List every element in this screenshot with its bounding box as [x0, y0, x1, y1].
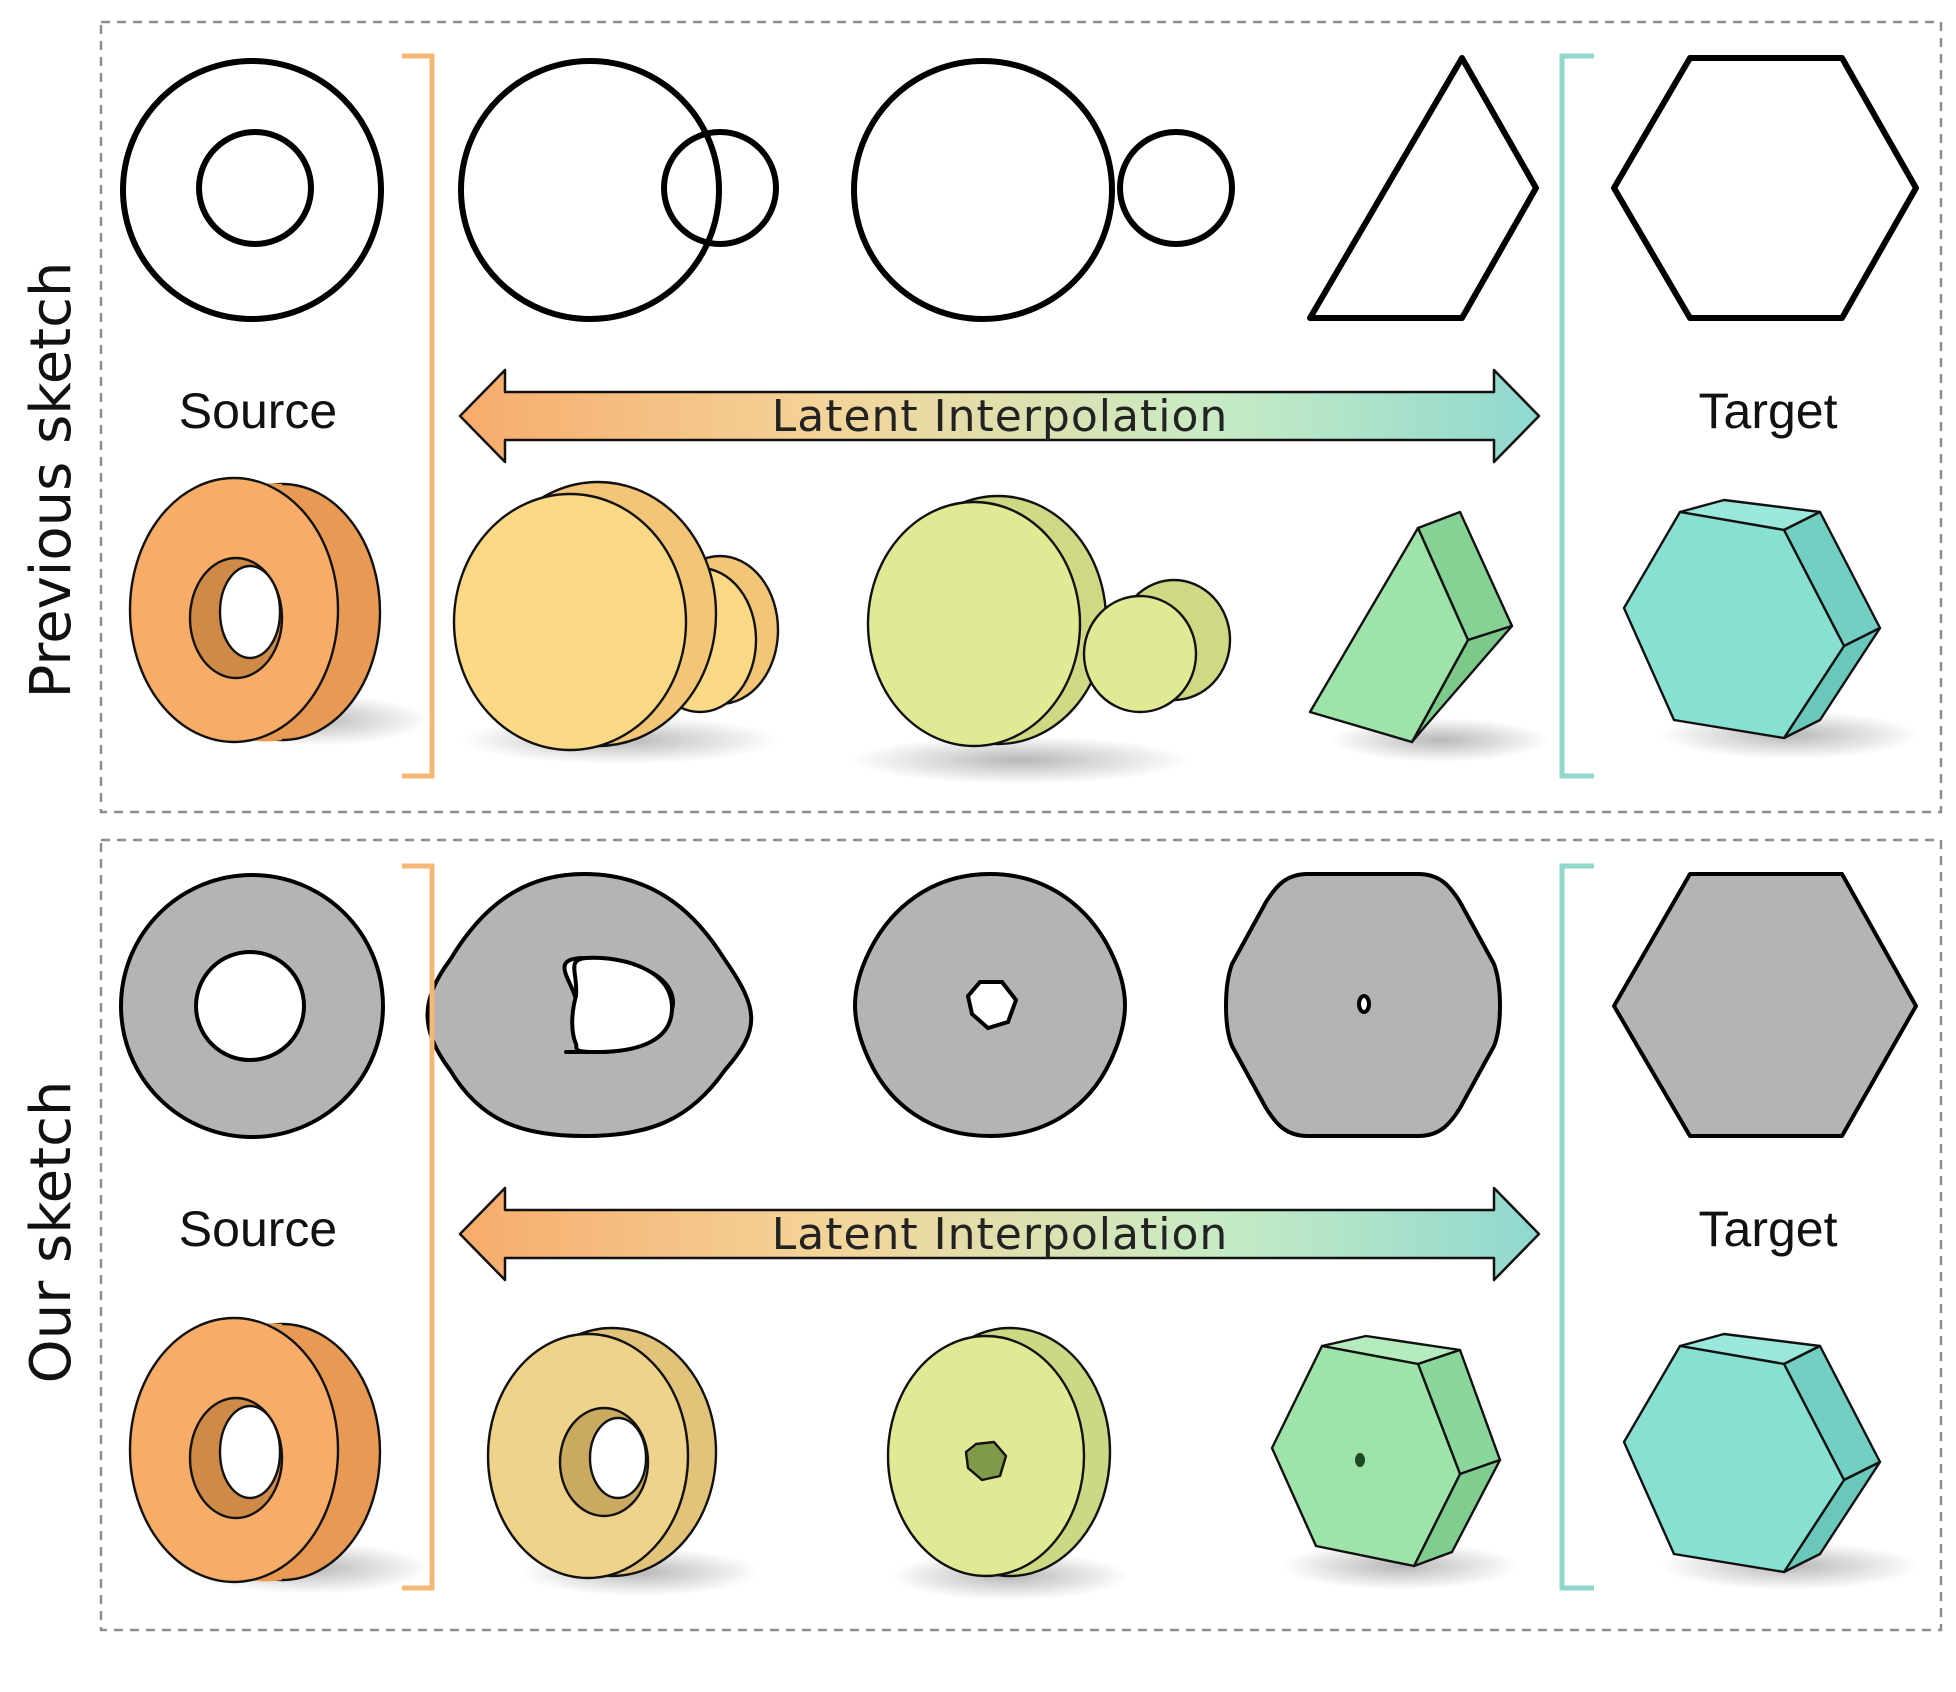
render-step3-ours	[1270, 1334, 1520, 1590]
render-source-ours	[128, 1316, 430, 1594]
target-label-previous: Target	[1699, 383, 1838, 439]
bracket-left-previous	[402, 53, 435, 779]
render-target-ours	[1622, 1332, 1920, 1590]
bracket-right-previous	[1559, 53, 1594, 779]
render-step3-previous	[1308, 510, 1550, 762]
arrow-label-ours: Latent Interpolation	[772, 1209, 1229, 1260]
sketch-step3-previous	[1307, 55, 1539, 321]
render-step2-ours	[886, 1326, 1130, 1600]
sketch-step3-ours	[1224, 872, 1502, 1138]
panel-previous-sketch: Previous sketch Source Target Late	[19, 20, 1943, 814]
sketch-step2-previous	[851, 58, 1235, 322]
arrow-label-previous: Latent Interpolation	[772, 391, 1229, 442]
interpolation-arrow-previous: Latent Interpolation	[458, 368, 1541, 464]
interpolation-arrow-ours: Latent Interpolation	[458, 1186, 1541, 1282]
sketch-target-ours	[1612, 872, 1918, 1138]
sketch-step2-ours	[853, 872, 1127, 1138]
sketch-step1-previous	[458, 58, 779, 322]
render-source-previous	[128, 476, 430, 746]
row-label-ours: Our sketch	[19, 1081, 84, 1384]
sketch-target-previous	[1611, 55, 1919, 321]
bracket-left-ours	[402, 863, 435, 1591]
source-label-ours: Source	[179, 1201, 337, 1257]
render-step2-previous	[850, 494, 1232, 784]
sketch-step1-ours	[425, 872, 754, 1138]
sketch-source-previous	[120, 58, 384, 322]
source-label-previous: Source	[179, 383, 337, 439]
sketch-source-ours	[119, 873, 385, 1139]
panel-our-sketch: Our sketch Source Target	[19, 838, 1943, 1632]
row-label-previous: Previous sketch	[19, 262, 84, 699]
render-target-previous	[1622, 498, 1920, 759]
render-step1-previous	[452, 480, 780, 764]
render-step1-ours	[486, 1326, 760, 1596]
bracket-right-ours	[1559, 863, 1594, 1591]
target-label-ours: Target	[1699, 1201, 1838, 1257]
